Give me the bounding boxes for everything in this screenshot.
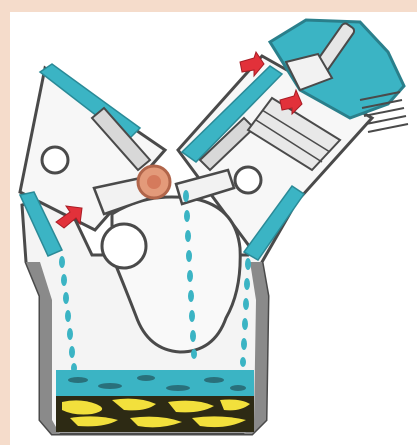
oil-layer xyxy=(56,370,254,396)
left-head-bolt xyxy=(42,147,68,173)
right-head-bolt xyxy=(235,167,261,193)
crank-bearing-center xyxy=(147,175,161,189)
crank-journal xyxy=(102,224,146,268)
